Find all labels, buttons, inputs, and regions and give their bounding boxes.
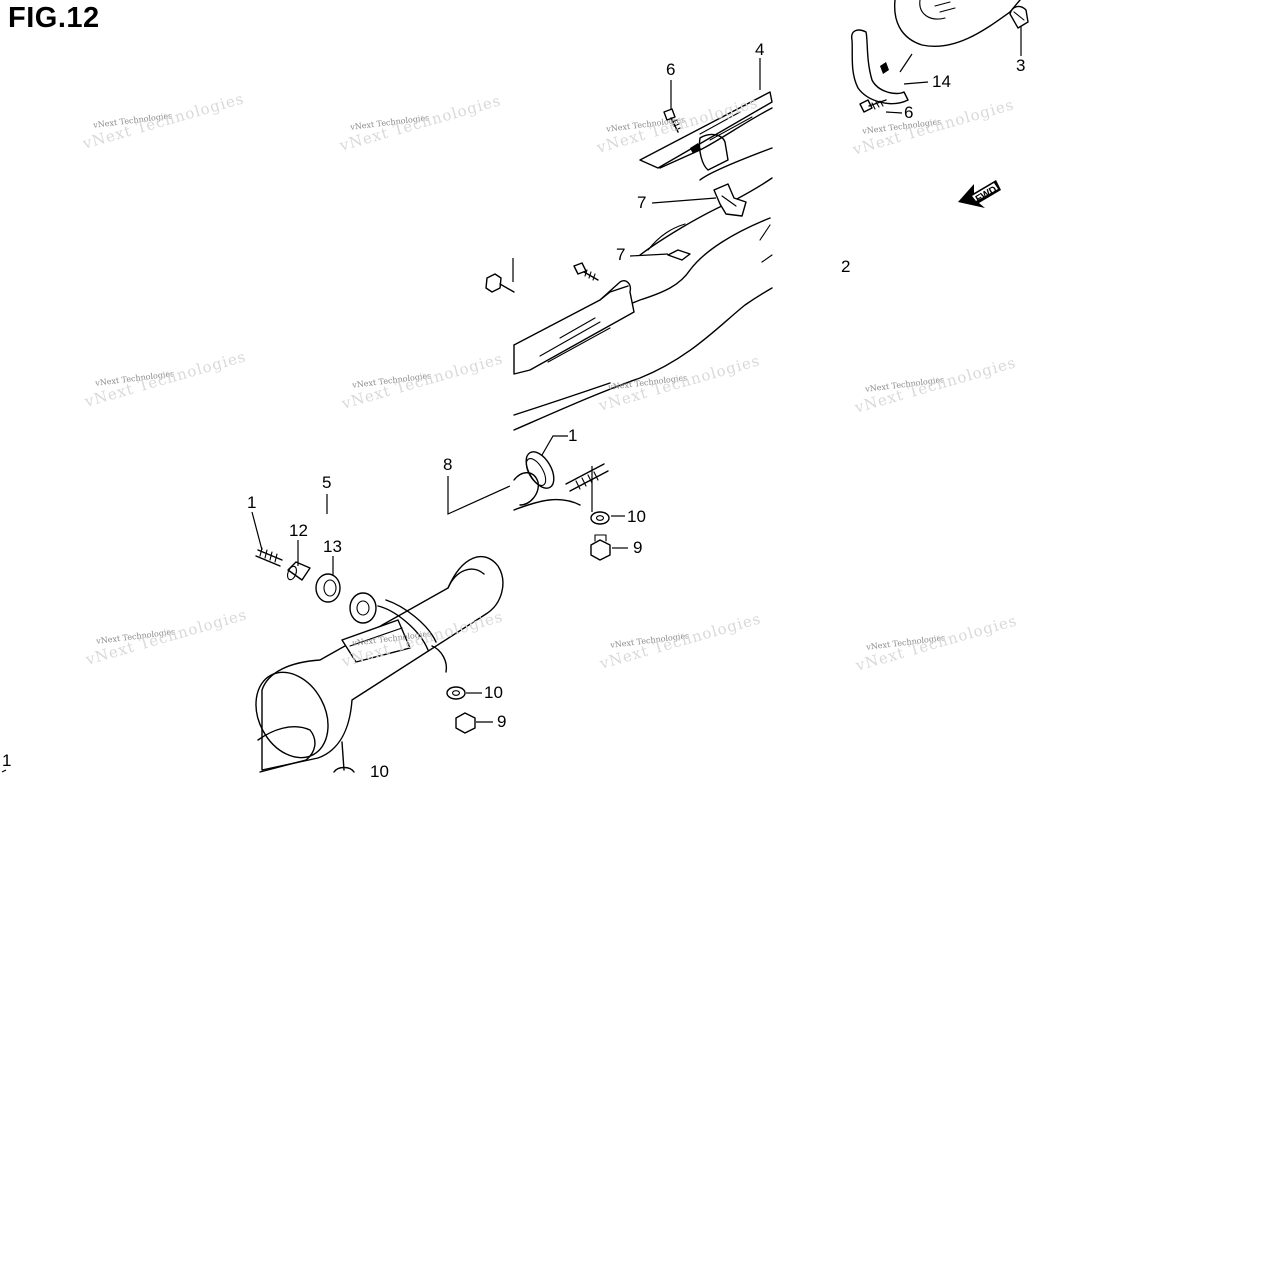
callout-7-lower: 7 bbox=[616, 245, 626, 264]
callout-10-upper: 10 bbox=[627, 507, 646, 526]
stud-part-1-lower bbox=[255, 547, 283, 567]
callout-6-right: 6 bbox=[904, 103, 914, 122]
callout-8: 8 bbox=[443, 455, 453, 474]
leader-lines bbox=[1, 26, 1022, 773]
heat-shield-part-4 bbox=[639, 91, 773, 171]
washer-part-10-upper bbox=[590, 511, 610, 525]
gasket-part-1 bbox=[525, 451, 555, 489]
callout-9-lower: 9 bbox=[497, 712, 507, 731]
clamp-part-3 bbox=[1009, 5, 1029, 29]
callout-10-bottom: 10 bbox=[370, 762, 389, 781]
callout-5: 5 bbox=[322, 473, 332, 492]
callout-9-upper: 9 bbox=[633, 538, 643, 557]
callout-2: 2 bbox=[841, 257, 851, 276]
pipe-flange-end bbox=[513, 472, 581, 511]
callout-1-edge: 1 bbox=[2, 751, 12, 770]
muffler-part-8 bbox=[255, 556, 504, 773]
bolt-part-6-top bbox=[663, 108, 681, 133]
bracket-part-7-upper bbox=[713, 183, 747, 217]
nut-part-9-lower bbox=[455, 712, 476, 734]
callout-13: 13 bbox=[323, 537, 342, 556]
bolt-part-6-right bbox=[859, 99, 887, 113]
fwd-label: FWD bbox=[974, 184, 999, 205]
bolt-left-2 bbox=[573, 262, 599, 281]
bolt-left-1 bbox=[485, 273, 515, 293]
grommet-part-13 bbox=[315, 573, 341, 603]
callout-1-gasket: 1 bbox=[568, 426, 578, 445]
callout-14: 14 bbox=[932, 72, 951, 91]
callout-1-stud: 1 bbox=[247, 493, 257, 512]
callout-12: 12 bbox=[289, 521, 308, 540]
callout-3: 3 bbox=[1016, 56, 1026, 75]
heat-shield-lower bbox=[513, 280, 635, 375]
bracket-part-14 bbox=[851, 29, 909, 105]
figure-title: FIG.12 bbox=[8, 2, 100, 34]
callout-10-lower: 10 bbox=[484, 683, 503, 702]
bracket-part-7-lower bbox=[667, 249, 691, 261]
callout-6-top: 6 bbox=[666, 60, 676, 79]
front-pipe-part bbox=[893, 0, 1021, 47]
washer-part-10-bottom bbox=[333, 766, 355, 773]
collar-part-12 bbox=[286, 561, 311, 581]
washer-part-10-lower bbox=[446, 686, 466, 700]
fwd-arrow-icon bbox=[958, 180, 1001, 208]
callout-4: 4 bbox=[755, 40, 765, 59]
callout-7-upper: 7 bbox=[637, 193, 647, 212]
stud-part bbox=[565, 463, 609, 492]
nut-part-9-upper bbox=[590, 534, 611, 561]
